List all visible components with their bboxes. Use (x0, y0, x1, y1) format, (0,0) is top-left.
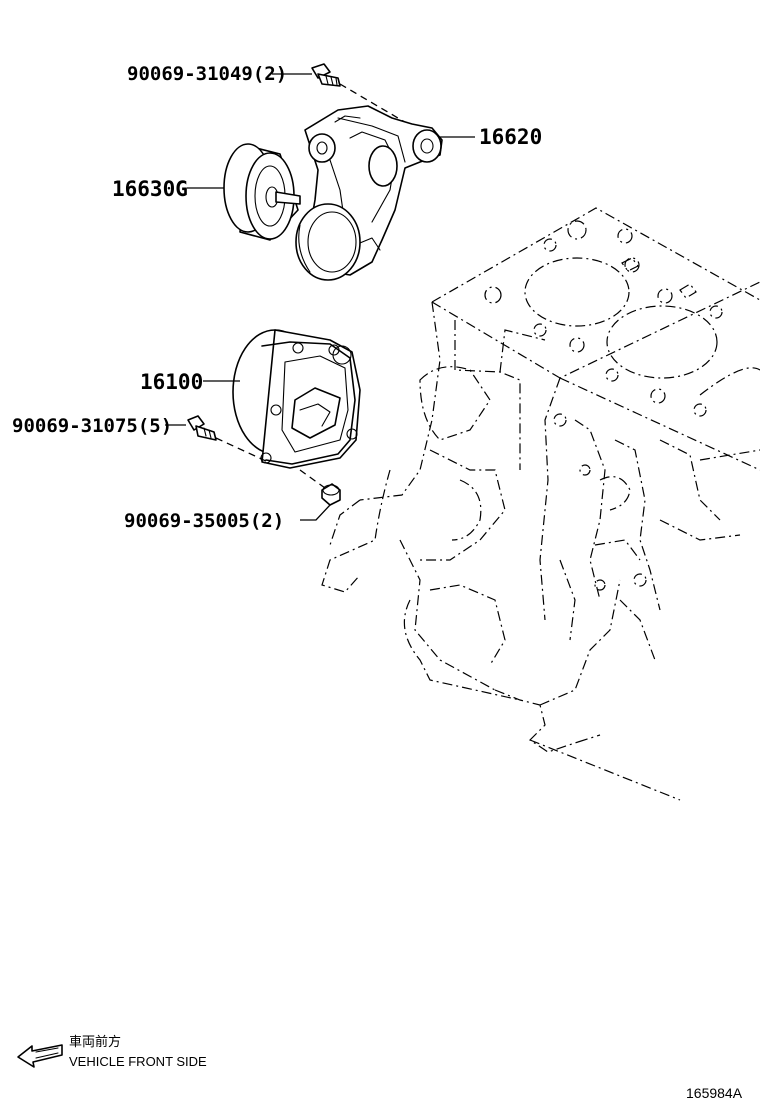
bolt-top-icon (311, 63, 341, 87)
label-bolt-top: 90069-31049(2) (127, 63, 287, 85)
pin-icon (321, 483, 341, 506)
bolt-pump-icon (187, 415, 217, 441)
vehicle-front-japanese: 車両前方 (69, 1034, 121, 1049)
engine-block-outline (321, 207, 760, 801)
water-pump-icon (232, 329, 361, 469)
vehicle-front-english: VEHICLE FRONT SIDE (69, 1054, 207, 1069)
idler-pulley-icon (223, 143, 301, 241)
label-water-pump: 16100 (140, 370, 203, 394)
label-idler-pulley: 16630G (112, 177, 188, 201)
tensioner-assembly-icon (295, 105, 443, 281)
label-tensioner: 16620 (479, 125, 542, 149)
label-pin: 90069-35005(2) (124, 510, 284, 532)
diagram-code: 165984A (686, 1085, 743, 1101)
label-bolt-pump: 90069-31075(5) (12, 415, 172, 437)
vehicle-front-arrow-icon (17, 1044, 63, 1068)
